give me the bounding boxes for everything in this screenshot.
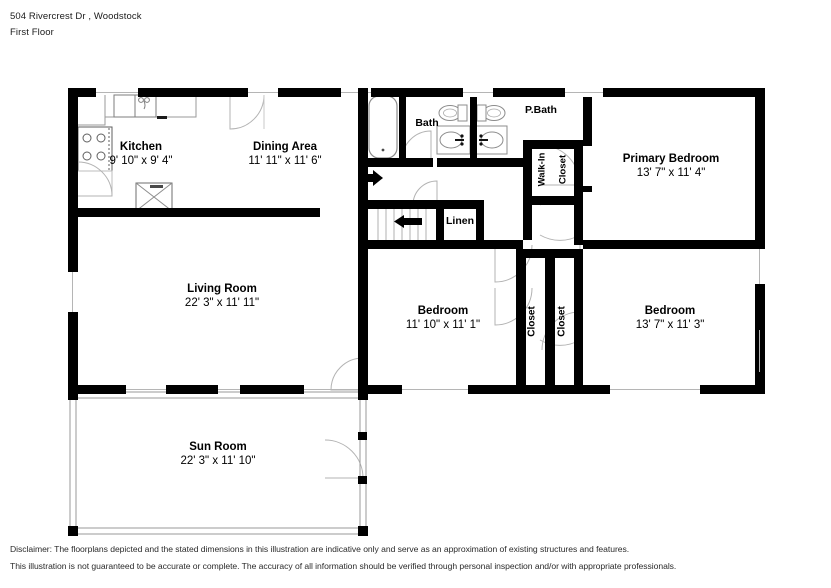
- stairs-icon: [370, 205, 436, 243]
- vanity-sink-icon: [473, 125, 508, 155]
- disclaimer-line-1: Disclaimer: The floorplans depicted and …: [10, 544, 630, 554]
- stairs-down-arrow: [394, 215, 422, 228]
- range-four-burner-icon: [77, 126, 113, 172]
- double-sink-icon: [113, 94, 157, 118]
- floor-label: First Floor: [10, 27, 54, 38]
- sun-room-walls: [68, 390, 368, 536]
- hall-entry-arrow: [360, 170, 383, 186]
- disclaimer-line-2: This illustration is not guaranteed to b…: [10, 561, 677, 571]
- bathtub-icon: [368, 95, 398, 159]
- structure-walls: [68, 88, 765, 394]
- kitchen-fixtures-group: [77, 94, 197, 212]
- door-jambs: [583, 141, 592, 192]
- vanity-sink-icon: [436, 125, 471, 155]
- toilet-icon: [476, 104, 506, 122]
- property-address: 504 Rivercrest Dr , Woodstock: [10, 11, 142, 22]
- bath-fixtures-group: [368, 95, 508, 159]
- toilet-icon: [438, 104, 468, 122]
- appliance-x-icon: [135, 182, 173, 212]
